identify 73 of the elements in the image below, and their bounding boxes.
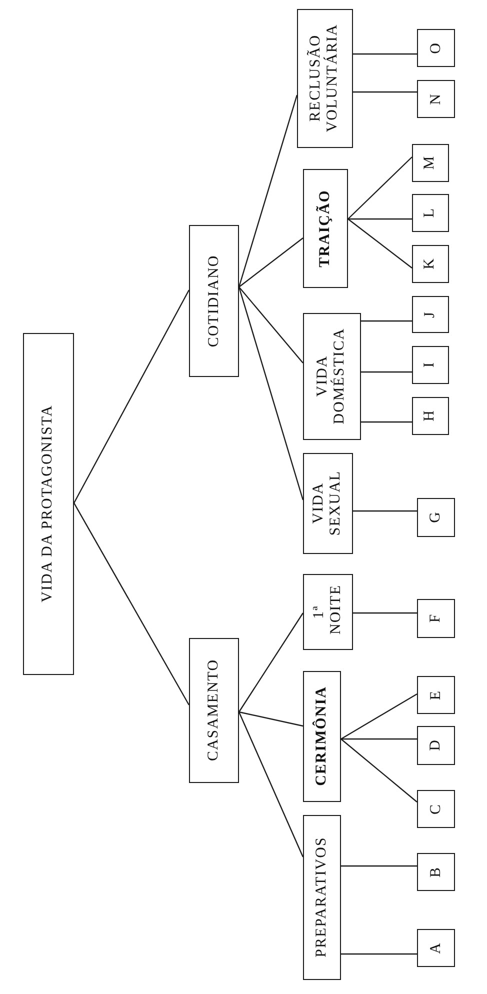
- category-box: [303, 453, 353, 554]
- leaf-box: [412, 296, 449, 333]
- leaf-box: [417, 676, 455, 714]
- category-box: [303, 574, 353, 650]
- leaf-box: [417, 29, 455, 67]
- category-label: COTIDIANO: [205, 254, 222, 347]
- connector-line: [348, 218, 412, 220]
- leaf-letter: M: [422, 155, 438, 170]
- category-label: VIDA DOMÉSTICA: [314, 326, 348, 426]
- leaf-box: [417, 726, 455, 765]
- leaf-box: [417, 853, 455, 891]
- leaf-box: [417, 80, 455, 118]
- leaf-letter: A: [427, 942, 444, 954]
- leaf-box: [417, 599, 455, 638]
- category-box: [303, 815, 341, 980]
- connector-line: [238, 286, 304, 500]
- connector-line: [353, 53, 417, 55]
- connector-line: [361, 320, 412, 322]
- connector-line: [353, 91, 417, 93]
- connector-line: [348, 156, 412, 220]
- leaf-box: [412, 144, 449, 182]
- category-box: [303, 169, 348, 288]
- leaf-letter: J: [422, 310, 438, 318]
- leaf-letter: H: [422, 410, 438, 422]
- leaf-box: [412, 245, 449, 283]
- category-box: [189, 638, 239, 783]
- category-box: [189, 225, 239, 377]
- connector-line: [238, 94, 298, 288]
- category-label: VIDA DA PROTAGONISTA: [40, 404, 56, 602]
- category-label: VIDA SEXUAL: [310, 469, 344, 538]
- leaf-box: [412, 397, 449, 435]
- leaf-box: [417, 929, 455, 967]
- connector-line: [361, 421, 412, 423]
- leaf-letter: K: [422, 258, 438, 270]
- connector-line: [353, 510, 417, 512]
- connector-line: [238, 712, 304, 858]
- connector-line: [340, 693, 418, 740]
- category-label: PREPARATIVOS: [313, 836, 330, 958]
- leaf-letter: B: [427, 866, 444, 878]
- leaf-letter: N: [427, 92, 444, 104]
- connector-line: [238, 238, 304, 288]
- category-box: [303, 671, 341, 802]
- connector-line: [73, 290, 190, 504]
- category-label: RECLUSÃO VOLUNTÁRIA: [308, 22, 342, 134]
- category-label: CERIMÔNIA: [313, 686, 330, 786]
- connector-line: [353, 612, 417, 614]
- category-label: CASAMENTO: [205, 658, 222, 762]
- leaf-letter: E: [427, 689, 444, 700]
- leaf-letter: F: [427, 613, 444, 623]
- connector-line: [341, 865, 417, 867]
- connector-line: [73, 502, 190, 706]
- leaf-letter: O: [427, 42, 444, 54]
- category-box: [303, 313, 361, 440]
- leaf-box: [412, 346, 449, 384]
- category-box: [297, 9, 353, 148]
- connector-line: [361, 371, 412, 373]
- connector-line: [340, 738, 418, 802]
- leaf-box: [412, 194, 449, 232]
- leaf-letter: L: [422, 207, 438, 218]
- leaf-box: [417, 498, 455, 537]
- connector-line: [341, 738, 417, 740]
- category-label: TRAIÇÃO: [316, 189, 334, 267]
- leaf-letter: D: [427, 739, 444, 751]
- connector-line: [238, 711, 304, 727]
- leaf-box: [417, 790, 455, 828]
- leaf-letter: C: [427, 803, 444, 814]
- leaf-letter: I: [422, 362, 438, 368]
- connector-line: [238, 286, 304, 364]
- connector-line: [348, 218, 412, 268]
- connector-line: [238, 612, 304, 712]
- leaf-letter: G: [427, 511, 444, 523]
- category-box: [23, 333, 74, 675]
- connector-line: [341, 953, 417, 955]
